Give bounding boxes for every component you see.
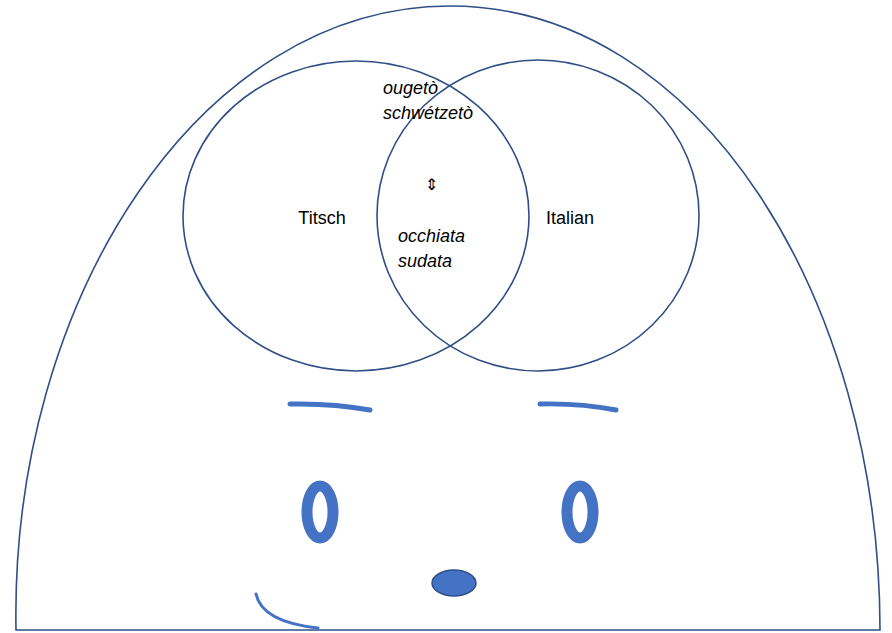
left-eyebrow bbox=[290, 404, 370, 410]
overlap-text: ougetò schwétzetò bbox=[383, 76, 493, 126]
venn-circle: Titsch bbox=[182, 60, 530, 372]
overlap-text: ⇕ bbox=[425, 172, 438, 197]
head-outline bbox=[16, 6, 880, 630]
circle-label: Titsch bbox=[298, 207, 345, 229]
overlap-text: occhiata sudata bbox=[398, 224, 498, 274]
right-eye bbox=[567, 486, 593, 538]
nose bbox=[432, 570, 476, 596]
right-eyebrow bbox=[540, 404, 616, 410]
left-eye bbox=[307, 486, 333, 538]
mouth bbox=[256, 594, 318, 628]
circle-label: Italian bbox=[546, 207, 594, 229]
circle-outline bbox=[182, 60, 530, 372]
